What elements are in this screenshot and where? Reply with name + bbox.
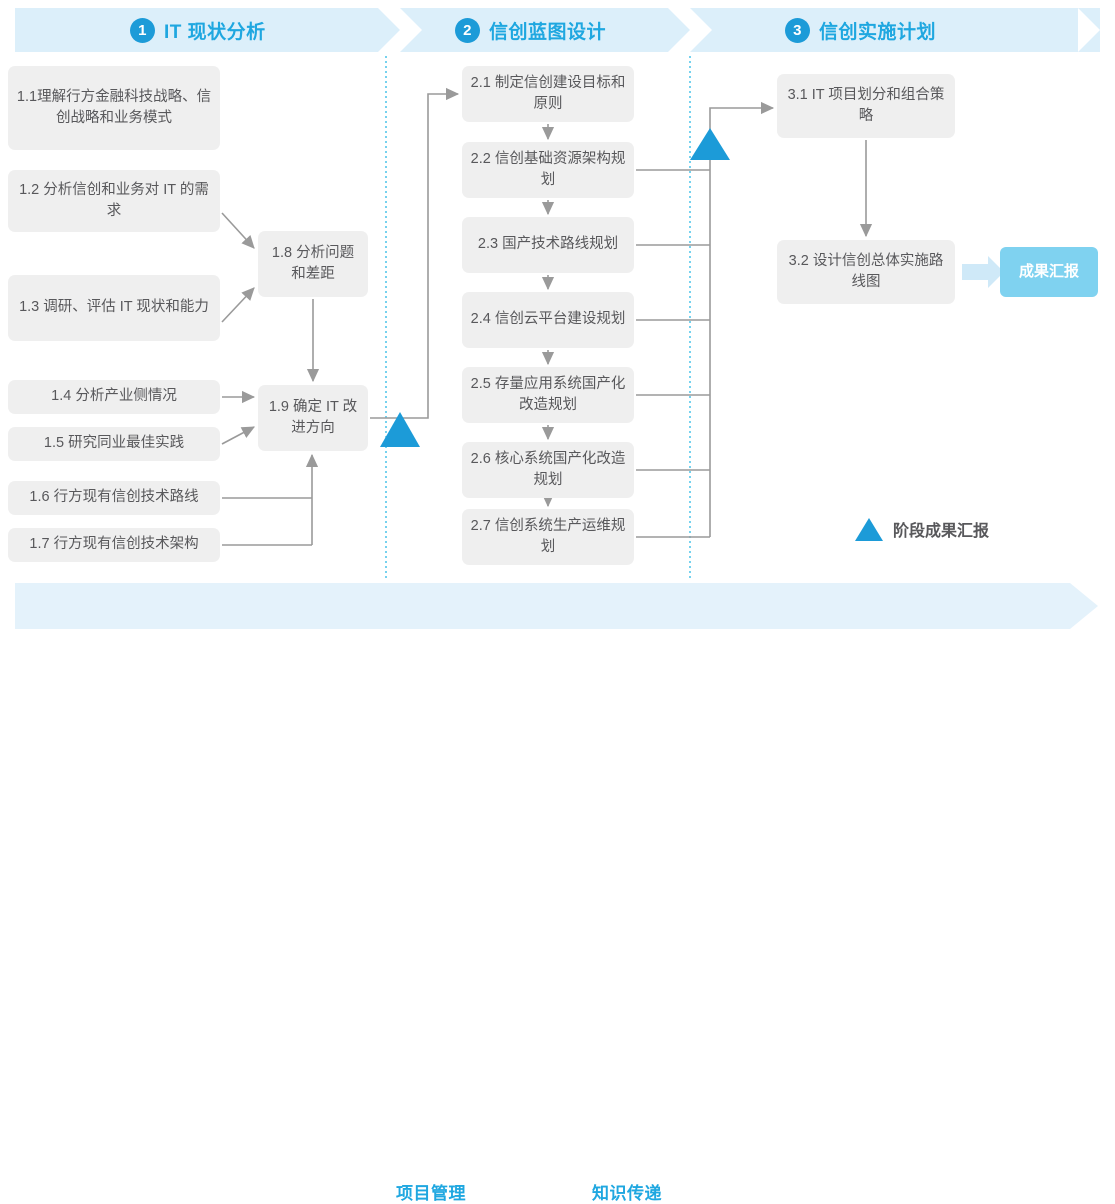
process-box-1-2[interactable]: 1.2 分析信创和业务对 IT 的需求	[8, 170, 220, 232]
process-box-2-4[interactable]: 2.4 信创云平台建设规划	[462, 292, 634, 348]
process-box-label: 1.1理解行方金融科技战略、信创战略和业务模式	[16, 88, 212, 126]
process-box-label: 1.8 分析问题和差距	[271, 244, 355, 282]
phase-number-1: 1	[130, 17, 155, 43]
process-box-label: 1.4 分析产业侧情况	[51, 388, 177, 405]
footer-band: 项目管理 知识传递	[0, 583, 1115, 1203]
process-box-1-4[interactable]: 1.4 分析产业侧情况	[8, 380, 220, 414]
process-box-label: 1.9 确定 IT 改进方向	[268, 398, 358, 436]
legend: 阶段成果汇报	[855, 517, 989, 541]
process-box-2-2[interactable]: 2.2 信创基础资源架构规划	[462, 142, 634, 198]
process-box-3-1[interactable]: 3.1 IT 项目划分和组合策略	[777, 74, 955, 138]
footer-label-project-management: 项目管理	[396, 1184, 466, 1203]
process-box-1-3[interactable]: 1.3 调研、评估 IT 现状和能力	[8, 275, 220, 341]
process-box-label: 1.7 行方现有信创技术架构	[29, 536, 199, 553]
phase-item-3[interactable]: 3 信创实施计划	[785, 16, 936, 44]
process-box-2-1[interactable]: 2.1 制定信创建设目标和原则	[462, 66, 634, 122]
process-box-label: 2.2 信创基础资源架构规划	[470, 150, 626, 188]
process-box-label: 1.6 行方现有信创技术路线	[29, 489, 199, 506]
process-box-3-2[interactable]: 3.2 设计信创总体实施路线图	[777, 240, 955, 304]
process-box-label: 2.5 存量应用系统国产化改造规划	[470, 375, 626, 413]
process-box-label: 2.3 国产技术路线规划	[477, 236, 619, 253]
milestone-triangle-phase1	[380, 412, 420, 447]
process-box-2-7[interactable]: 2.7 信创系统生产运维规划	[462, 509, 634, 565]
process-box-2-5[interactable]: 2.5 存量应用系统国产化改造规划	[462, 367, 634, 423]
phase-number-2: 2	[455, 17, 480, 43]
process-box-1-5[interactable]: 1.5 研究同业最佳实践	[8, 427, 220, 461]
milestone-triangle-phase2	[690, 128, 730, 160]
footer-band-shape	[15, 583, 1098, 629]
process-box-label: 3.2 设计信创总体实施路线图	[788, 252, 944, 290]
phase-item-2[interactable]: 2 信创蓝图设计	[455, 16, 606, 44]
blue-triangle-icon	[855, 517, 883, 541]
process-box-r[interactable]: 成果汇报	[1000, 247, 1098, 297]
phase-header-band: 1 IT 现状分析 2 信创蓝图设计 3 信创实施计划	[0, 8, 1115, 52]
footer-label-knowledge-transfer: 知识传递	[592, 1184, 662, 1203]
phase-label-3: 信创实施计划	[819, 21, 937, 43]
process-box-1-7[interactable]: 1.7 行方现有信创技术架构	[8, 528, 220, 562]
process-box-label: 1.2 分析信创和业务对 IT 的需求	[19, 181, 209, 219]
process-box-label: 1.5 研究同业最佳实践	[43, 435, 185, 452]
phase-item-1[interactable]: 1 IT 现状分析	[130, 16, 266, 44]
process-box-1-8[interactable]: 1.8 分析问题和差距	[258, 231, 368, 297]
result-arrow-icon	[962, 256, 1004, 288]
process-box-label: 2.7 信创系统生产运维规划	[470, 517, 626, 555]
legend-label: 阶段成果汇报	[893, 523, 990, 540]
process-box-label: 成果汇报	[1018, 262, 1079, 280]
process-box-1-1[interactable]: 1.1理解行方金融科技战略、信创战略和业务模式	[8, 66, 220, 150]
phase-label-2: 信创蓝图设计	[489, 21, 607, 43]
process-box-1-9[interactable]: 1.9 确定 IT 改进方向	[258, 385, 368, 451]
process-box-label: 2.6 核心系统国产化改造规划	[470, 450, 626, 488]
process-box-label: 1.3 调研、评估 IT 现状和能力	[19, 299, 209, 316]
phase-band-shapes	[0, 8, 1100, 52]
phase-label-1: IT 现状分析	[164, 21, 266, 43]
phase-number-3: 3	[785, 17, 810, 43]
process-box-2-6[interactable]: 2.6 核心系统国产化改造规划	[462, 442, 634, 498]
process-box-label: 3.1 IT 项目划分和组合策略	[787, 86, 945, 124]
process-box-2-3[interactable]: 2.3 国产技术路线规划	[462, 217, 634, 273]
process-box-label: 2.1 制定信创建设目标和原则	[470, 74, 626, 112]
process-box-1-6[interactable]: 1.6 行方现有信创技术路线	[8, 481, 220, 515]
process-box-label: 2.4 信创云平台建设规划	[470, 311, 626, 328]
